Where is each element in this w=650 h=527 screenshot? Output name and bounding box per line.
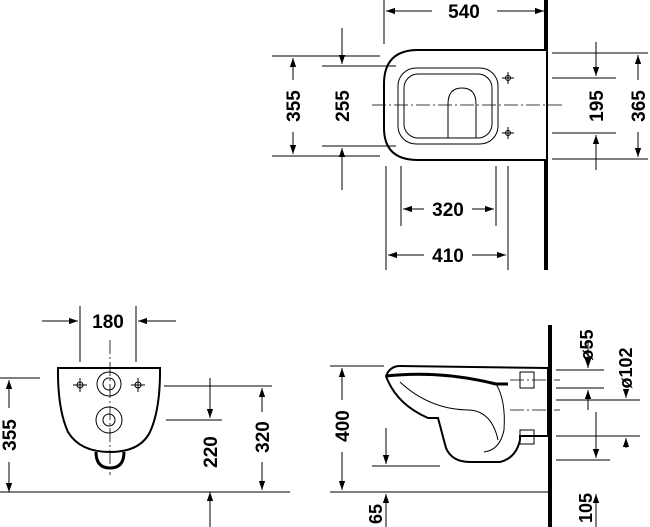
side-view-bowl	[384, 364, 549, 463]
top-view-bowl-opening	[397, 67, 499, 145]
dimension-540: 540	[448, 2, 480, 23]
side-view-outlet	[519, 429, 535, 445]
dimension-dia55: ø55	[577, 329, 597, 360]
dimension-320-top: 320	[432, 200, 464, 221]
bolt-mark-icon	[131, 378, 145, 392]
dimension-195: 195	[587, 90, 608, 122]
top-view-seat-cutout	[447, 87, 477, 138]
dimension-105: 105	[576, 493, 596, 523]
dimension-320-front: 320	[253, 421, 274, 453]
dimension-220: 220	[201, 436, 222, 468]
dimension-180: 180	[92, 312, 124, 333]
fixing-hole-icon	[95, 406, 123, 434]
side-view-trap-inner	[399, 381, 499, 441]
dimension-365: 365	[629, 90, 650, 122]
dimension-355-front: 355	[0, 419, 21, 451]
fixing-hole-icon	[96, 371, 122, 397]
dimension-355-top: 355	[284, 90, 305, 122]
top-view: 540 355 255 195 365 320	[272, 0, 650, 270]
dimension-410: 410	[432, 246, 464, 267]
dimension-dia102: ø102	[616, 347, 636, 388]
front-view-bowl	[57, 367, 161, 454]
dimension-65: 65	[366, 504, 386, 524]
bolt-mark-icon	[502, 72, 514, 84]
front-view: 180 355 220 320	[0, 306, 290, 527]
dimension-400: 400	[333, 410, 354, 442]
side-view-trap-wall	[483, 383, 505, 453]
bolt-mark-icon	[73, 378, 87, 392]
side-view-rim	[385, 372, 508, 386]
dimension-255: 255	[333, 90, 354, 122]
side-view: 400 65 ø55 ø102 105	[330, 325, 640, 527]
bolt-mark-icon	[502, 127, 514, 139]
